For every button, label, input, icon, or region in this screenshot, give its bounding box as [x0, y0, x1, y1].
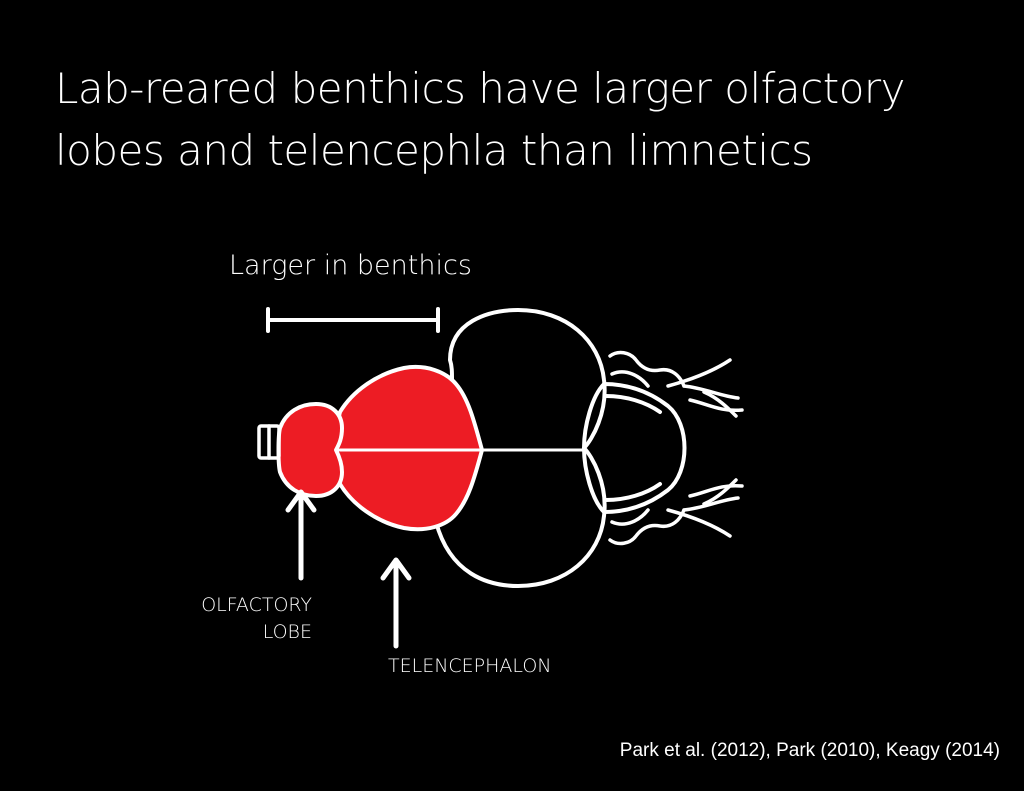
slide-title: Lab-reared benthics have larger olfactor… — [55, 58, 985, 182]
scale-bar — [266, 307, 440, 333]
olfactory-nerve — [257, 424, 281, 460]
citation: Park et al. (2012), Park (2010), Keagy (… — [619, 740, 1000, 761]
olfactory-lobe — [276, 402, 344, 498]
olfactory-arrow — [285, 489, 317, 581]
telencephalon-arrow — [380, 557, 412, 649]
olfactory-lobe-label-line-1: OLFACTORY — [201, 594, 312, 616]
cerebellum — [582, 382, 687, 514]
medulla — [608, 350, 744, 546]
slide-title-line-1: Lab-reared benthics have larger olfactor… — [55, 64, 906, 113]
telencephalon — [335, 365, 484, 532]
telencephalon-label: TELENCEPHALON — [388, 655, 552, 677]
size-comparison-label: Larger in benthics — [229, 250, 472, 281]
olfactory-lobe-label: OLFACTORY LOBE — [201, 592, 312, 646]
slide-title-line-2: lobes and telencephla than limnetics — [55, 126, 813, 175]
olfactory-lobe-label-line-2: LOBE — [262, 621, 312, 643]
